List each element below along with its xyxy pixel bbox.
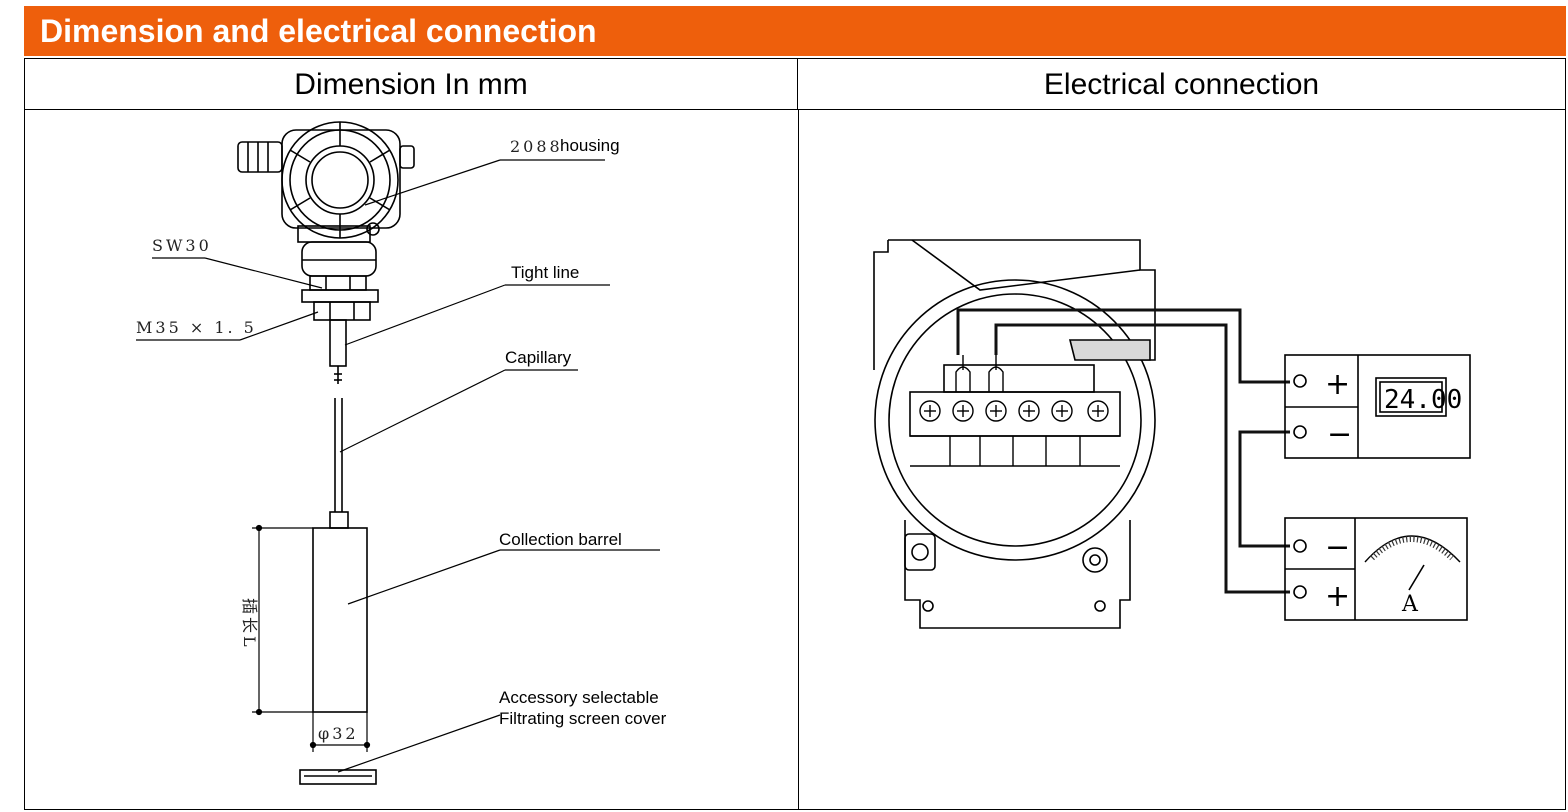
ammeter-minus-sign: − [1325,530,1350,565]
collection-barrel-label: Collection barrel [499,530,622,549]
diameter-dimension [309,712,371,752]
column-divider [798,110,799,810]
length-dimension [252,524,313,716]
terminal-housing [873,239,1156,629]
ammeter-plus-sign: + [1325,579,1350,614]
meter-minus-sign: − [1327,417,1352,452]
meter-reading: 24.00 [1384,385,1462,415]
terminal-screws [919,400,1109,466]
electrical-column-header: Electrical connection [798,59,1565,110]
capillary-tube [329,398,349,529]
content-table: Dimension In mm Electrical connection [24,58,1566,810]
dimension-column-header: Dimension In mm [25,59,798,110]
capillary-label: Capillary [505,348,572,367]
section-banner: Dimension and electrical connection [24,6,1566,56]
ammeter-unit: A [1401,592,1419,617]
housing-label: housing [560,136,620,155]
sw-label: SW30 [152,236,212,255]
dimension-drawing [136,121,660,785]
transmitter-housing [237,121,415,384]
diameter-label: φ32 [318,724,359,743]
thread-label: M35 × 1. 5 [136,318,257,337]
fork-lugs [955,355,1004,392]
meter-plus-sign: + [1325,367,1350,402]
collection-barrel [312,527,368,713]
filter-cover-label: Filtrating screen cover [499,709,667,728]
digital-meter [1284,354,1471,459]
length-label: 插长L [240,598,259,650]
tight-line-label: Tight line [511,263,579,282]
connection-wires [956,308,1290,594]
accessory-label: Accessory selectable [499,688,659,707]
leader-lines [136,159,660,773]
analog-ammeter [1284,517,1468,621]
housing-code-label: 2088 [510,137,563,156]
filter-screen-cover [299,769,377,785]
electrical-drawing [873,239,1471,629]
